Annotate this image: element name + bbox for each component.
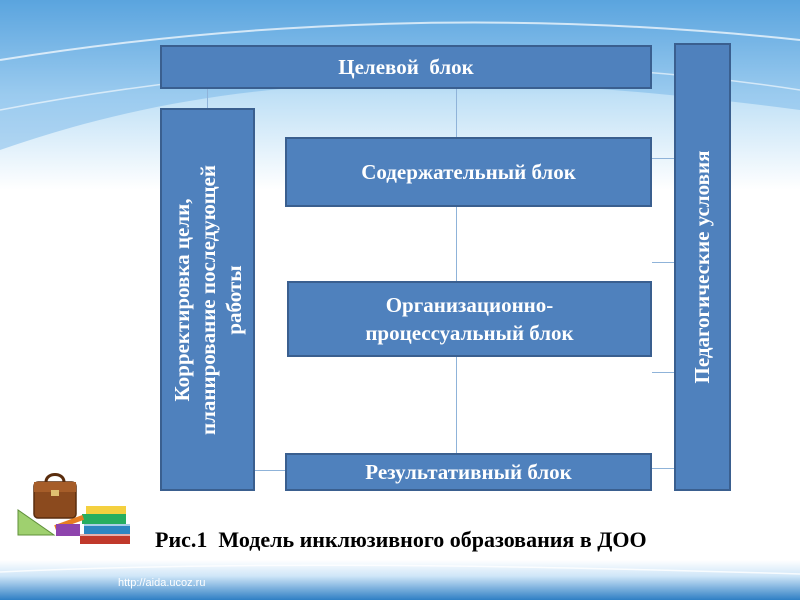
conditions-block-label: Педагогические условия [689, 150, 714, 384]
target-block: Целевой блок [160, 45, 652, 89]
connector-vertical-main [456, 89, 457, 454]
content-block: Содержательный блок [285, 137, 652, 207]
result-block-label: Результативный блок [365, 459, 572, 484]
connector-right-1 [652, 158, 674, 159]
connector-left-top [207, 89, 208, 109]
connector-left-bottom [255, 470, 285, 471]
result-block: Результативный блок [285, 453, 652, 491]
target-block-label: Целевой блок [338, 54, 474, 79]
figure-caption: Рис.1 Модель инклюзивного образования в … [155, 527, 647, 552]
organizational-block: Организационно- процессуальный блок [287, 281, 652, 357]
content-block-label: Содержательный блок [361, 159, 576, 184]
connector-right-3 [652, 372, 674, 373]
correction-block [160, 108, 255, 491]
footer-url[interactable]: http://aida.ucoz.ru [118, 577, 206, 589]
connector-right-4 [652, 468, 674, 469]
organizational-block-label: Организационно- процессуальный блок [365, 292, 574, 345]
school-supplies-icon [17, 473, 130, 544]
connector-right-2 [652, 262, 674, 263]
correction-block-label: Корректировка цели, планирование последу… [169, 165, 247, 435]
conditions-block [674, 43, 731, 491]
